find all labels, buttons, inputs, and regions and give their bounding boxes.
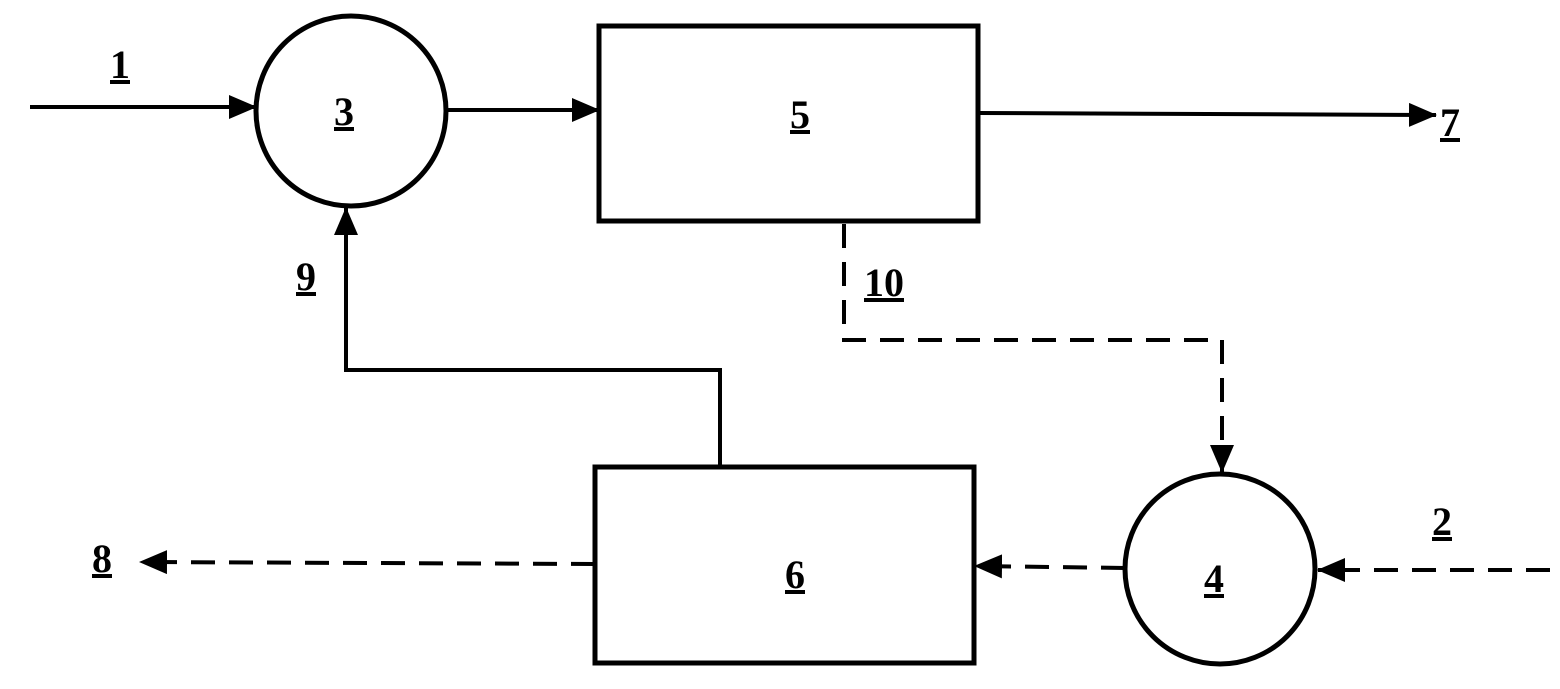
label-stream-2: 2: [1432, 499, 1452, 544]
flow-4-to-6-line: [974, 554, 1126, 579]
label-block-6: 6: [785, 552, 805, 597]
label-stream-1: 1: [110, 42, 130, 87]
label-node-3: 3: [334, 89, 354, 134]
process-block-5: [596, 23, 981, 224]
stream-7-line: [977, 102, 1437, 127]
label-block-5: 5: [790, 92, 810, 137]
stream-8-line: [139, 550, 596, 575]
stream-10-line: [842, 224, 1234, 473]
label-stream-10: 10: [864, 260, 904, 305]
label-stream-7: 7: [1440, 100, 1460, 145]
label-stream-8: 8: [92, 536, 112, 581]
mixer-node-4: [1122, 471, 1318, 667]
label-node-4: 4: [1204, 556, 1224, 601]
stream-9-line: [334, 207, 722, 467]
process-block-6: [592, 464, 977, 666]
label-stream-9: 9: [296, 254, 316, 299]
